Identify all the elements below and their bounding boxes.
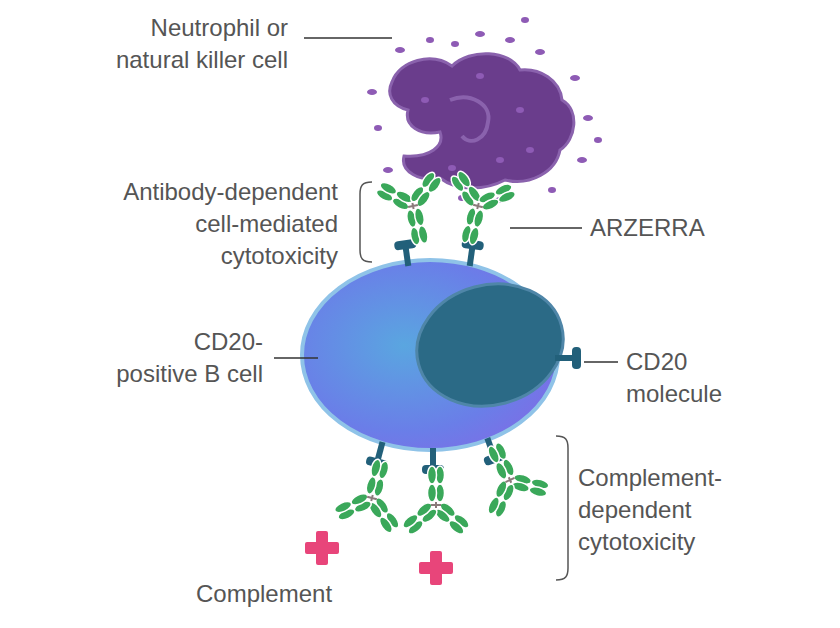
molecule-label: CD20 molecule xyxy=(626,346,756,410)
cell-label: CD20- positive B cell xyxy=(111,326,263,390)
complement-symbols xyxy=(305,531,453,585)
mechanism-label: Antibody-dependent cell-mediated cytotox… xyxy=(80,176,338,272)
drug-label: ARZERRA xyxy=(590,212,750,244)
mechanism-label: Complement- dependent cytotoxicity xyxy=(578,462,728,558)
brackets xyxy=(360,182,568,580)
cell-label: Neutrophil or natural killer cell xyxy=(113,12,288,76)
cd20-molecules xyxy=(365,239,581,474)
antibodies xyxy=(330,166,556,537)
b-cell xyxy=(302,260,577,450)
complement-label: Complement xyxy=(196,578,396,610)
neutrophil xyxy=(367,17,602,203)
